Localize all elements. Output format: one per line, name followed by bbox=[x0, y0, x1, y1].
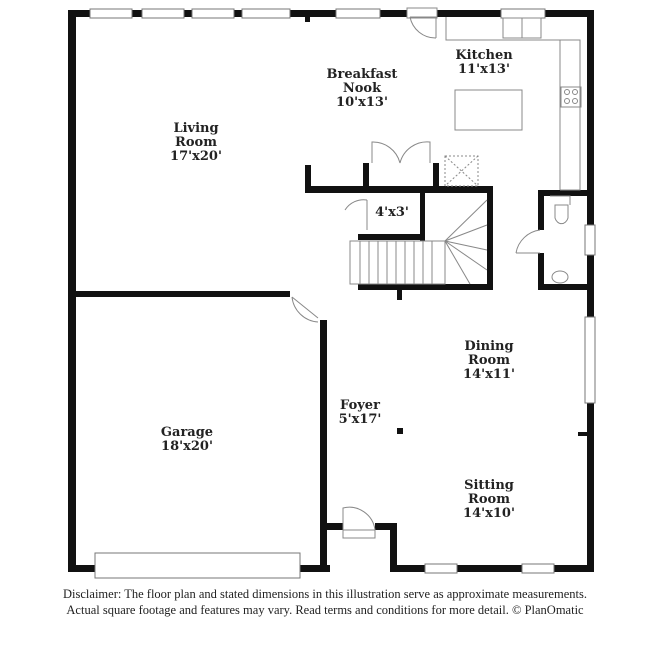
garage-door-swing-icon bbox=[291, 296, 319, 323]
window bbox=[89, 8, 133, 19]
bath-door-icon bbox=[515, 229, 541, 254]
window bbox=[424, 563, 458, 574]
bath-sink-icon bbox=[551, 270, 569, 284]
wall-closet-left bbox=[363, 163, 369, 193]
wall-top bbox=[68, 10, 594, 17]
room-dimensions: 4'x3' bbox=[375, 205, 409, 220]
room-dimensions: 5'x17' bbox=[338, 412, 382, 427]
window bbox=[241, 8, 291, 19]
garage-door bbox=[94, 552, 301, 579]
window bbox=[500, 8, 546, 19]
double-door-icon bbox=[371, 141, 431, 164]
fixtures bbox=[291, 7, 582, 539]
stairs bbox=[349, 240, 446, 285]
entry-door-icon bbox=[342, 506, 376, 531]
room-name: Breakfast bbox=[326, 67, 398, 82]
wall-closet-right bbox=[433, 163, 439, 193]
room-dimensions: 14'x11' bbox=[463, 367, 515, 382]
wall-stair-right bbox=[487, 186, 493, 290]
disclaimer-line: Disclaimer: The floor plan and stated di… bbox=[63, 587, 587, 601]
toilet-icon bbox=[550, 195, 571, 225]
wall-bath-left2 bbox=[538, 253, 544, 290]
wall-bottom-right bbox=[390, 565, 594, 572]
wall-entry-step-r bbox=[375, 523, 397, 530]
wall-stair-bottom bbox=[358, 284, 493, 290]
room-name: Foyer bbox=[340, 398, 380, 413]
room-label-sitting-room: Sitting Room 14'x10' bbox=[463, 479, 515, 521]
pantry-door-icon bbox=[344, 199, 368, 230]
wall-closet-top bbox=[305, 186, 490, 193]
kitchen-counter bbox=[445, 17, 581, 191]
room-name: Garage bbox=[160, 425, 214, 440]
wall-garage-top bbox=[68, 291, 290, 297]
room-dimensions: 10'x13' bbox=[336, 95, 388, 110]
room-label-closet: 4'x3' bbox=[375, 206, 409, 220]
wall-nook-stub bbox=[305, 165, 311, 193]
window bbox=[141, 8, 185, 19]
door-swing-icon bbox=[409, 16, 437, 39]
top-door-frame bbox=[406, 7, 438, 19]
room-dimensions: 18'x20' bbox=[161, 439, 213, 454]
windows bbox=[89, 8, 596, 579]
wall-pantry-bottom bbox=[358, 234, 425, 240]
room-dimensions: 11'x13' bbox=[458, 62, 510, 77]
window bbox=[584, 316, 596, 404]
window bbox=[191, 8, 235, 19]
room-dimensions: 17'x20' bbox=[170, 149, 222, 164]
wall-foyer bbox=[320, 320, 327, 572]
wall-bath-left bbox=[538, 190, 544, 230]
wall-bath-top bbox=[538, 190, 594, 196]
kitchen-island bbox=[454, 89, 523, 131]
room-label-garage: Garage 18'x20' bbox=[161, 426, 213, 454]
room-dimensions: 14'x10' bbox=[463, 506, 515, 521]
window bbox=[584, 224, 596, 256]
window bbox=[335, 8, 381, 19]
room-name: Living bbox=[173, 121, 219, 136]
wall-entry-right bbox=[390, 525, 397, 572]
wall-stair-stub bbox=[397, 284, 402, 300]
wall-right-stub bbox=[578, 432, 587, 436]
disclaimer: Disclaimer: The floor plan and stated di… bbox=[0, 586, 650, 618]
room-name: Sitting bbox=[464, 478, 514, 493]
wall-bath-bottom bbox=[538, 284, 594, 290]
room-name: Room bbox=[468, 353, 510, 368]
room-name: Dining bbox=[464, 339, 514, 354]
room-name: Room bbox=[175, 135, 217, 150]
room-name: Kitchen bbox=[455, 48, 513, 63]
room-label-breakfast-nook: Breakfast Nook 10'x13' bbox=[327, 68, 398, 110]
room-label-foyer: Foyer 5'x17' bbox=[339, 399, 382, 427]
window bbox=[521, 563, 555, 574]
wall-right bbox=[587, 10, 594, 572]
stove-icon bbox=[560, 86, 582, 108]
stair-treads bbox=[359, 199, 488, 285]
wall-pantry-right bbox=[420, 186, 425, 241]
wall-top-stub bbox=[305, 17, 310, 22]
room-name: Nook bbox=[342, 81, 382, 96]
hatch-icon bbox=[444, 155, 479, 187]
room-label-dining-room: Dining Room 14'x11' bbox=[463, 340, 515, 382]
wall-foyer-col bbox=[397, 428, 403, 434]
room-name: Room bbox=[468, 492, 510, 507]
room-label-living-room: Living Room 17'x20' bbox=[170, 122, 222, 164]
room-label-kitchen: Kitchen 11'x13' bbox=[455, 49, 512, 77]
wall-entry-step bbox=[327, 523, 343, 530]
disclaimer-line: Actual square footage and features may v… bbox=[66, 603, 584, 617]
